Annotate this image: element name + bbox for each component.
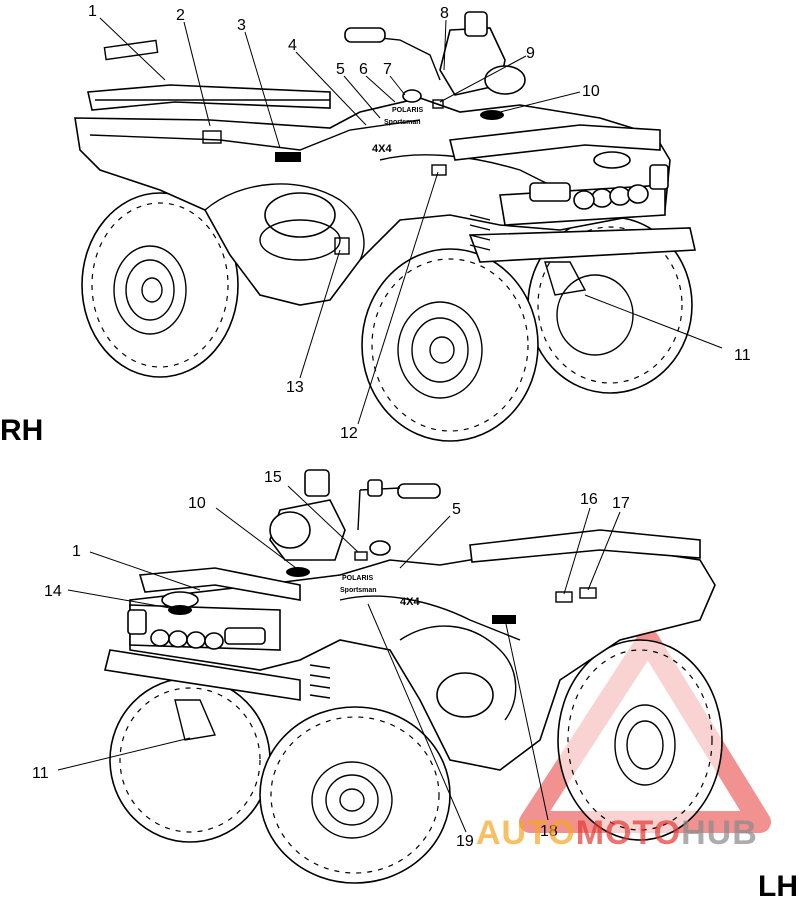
decal-17-lh [579,587,597,599]
rh-callout-2: 2 [176,7,185,24]
lh-callout-16: 16 [580,491,598,508]
decal-3-rh [275,152,301,162]
rh-rear-wheel [81,192,239,378]
decal-model-rh: Sportsman [384,119,421,126]
rh-callout-8: 8 [440,5,449,22]
decal-15-lh [354,551,368,561]
decal-11-rh [544,261,587,296]
svg-text:AUTOMOTOHUB: AUTOMOTOHUB [476,814,758,852]
rh-callout-5: 5 [336,61,345,78]
decal-4x4-rh: 4X4 [372,143,392,155]
watermark-auto: AUTO [476,814,576,852]
watermark-logo: AUTOMOTOHUB [476,814,758,852]
lh-callout-11: 11 [32,765,49,782]
rh-side-label: RH [0,414,43,447]
lh-leader-lines [57,485,621,833]
rh-callout-6: 6 [359,61,368,78]
lh-callout-17: 17 [612,495,630,512]
rh-body: 4X4 POLARIS Sportsman [74,11,696,306]
decal-18-lh [492,615,516,624]
rh-callout-13: 13 [286,379,304,396]
lh-callout-1: 1 [72,543,81,560]
lh-callouts: 15 10 5 1 14 16 17 11 19 18 [32,469,630,850]
lh-rear-wheel [557,639,723,841]
lh-callout-15: 15 [264,469,282,486]
decal-2-rh [202,130,222,144]
lh-front-wheel [259,706,451,884]
decal-10-lh [286,567,310,577]
decal-9-rh [432,99,444,109]
lh-callout-14: 14 [44,583,62,600]
decal-model-lh: Sportsman [340,587,377,594]
lh-side-label: LH [758,870,798,897]
decal-brand-rh: POLARIS [392,107,423,114]
rh-callout-11: 11 [734,347,751,364]
lh-callout-18: 18 [540,823,558,840]
decal-1-rh [103,39,159,61]
decal-4x4-lh: 4X4 [400,596,420,608]
lh-front-left-wheel [109,677,271,843]
lh-view: 4X4 POLARIS Sportsman 15 [32,469,798,897]
lh-callout-19: 19 [456,833,474,850]
rh-front-wheel [361,248,539,442]
rh-callout-9: 9 [526,45,535,62]
rh-callout-12: 12 [340,425,358,442]
rh-view: 4X4 POLARIS Sportsman 1 [0,3,751,447]
decal-brand-lh: POLARIS [342,575,373,582]
decal-10-rh [480,110,504,120]
rh-callout-7: 7 [383,61,392,78]
watermark-moto: MOTO [576,814,681,852]
decal-16-lh [555,591,573,603]
rh-callout-10: 10 [582,83,600,100]
rh-callout-3: 3 [237,17,246,34]
rh-callouts: 1 2 3 4 5 6 7 8 9 10 11 12 13 [88,3,751,442]
lh-callout-10: 10 [188,495,206,512]
lh-callout-5: 5 [452,501,461,518]
rh-callout-1: 1 [88,3,97,20]
decal-12-rh [431,164,447,176]
decal-11-lh [174,699,216,741]
lh-body: 4X4 POLARIS Sportsman [104,469,716,771]
decal-14-lh [168,605,192,615]
rh-leader-lines [99,17,723,425]
rh-callout-4: 4 [288,37,297,54]
watermark-hub: HUB [681,814,758,852]
decal-13-rh [334,237,350,255]
